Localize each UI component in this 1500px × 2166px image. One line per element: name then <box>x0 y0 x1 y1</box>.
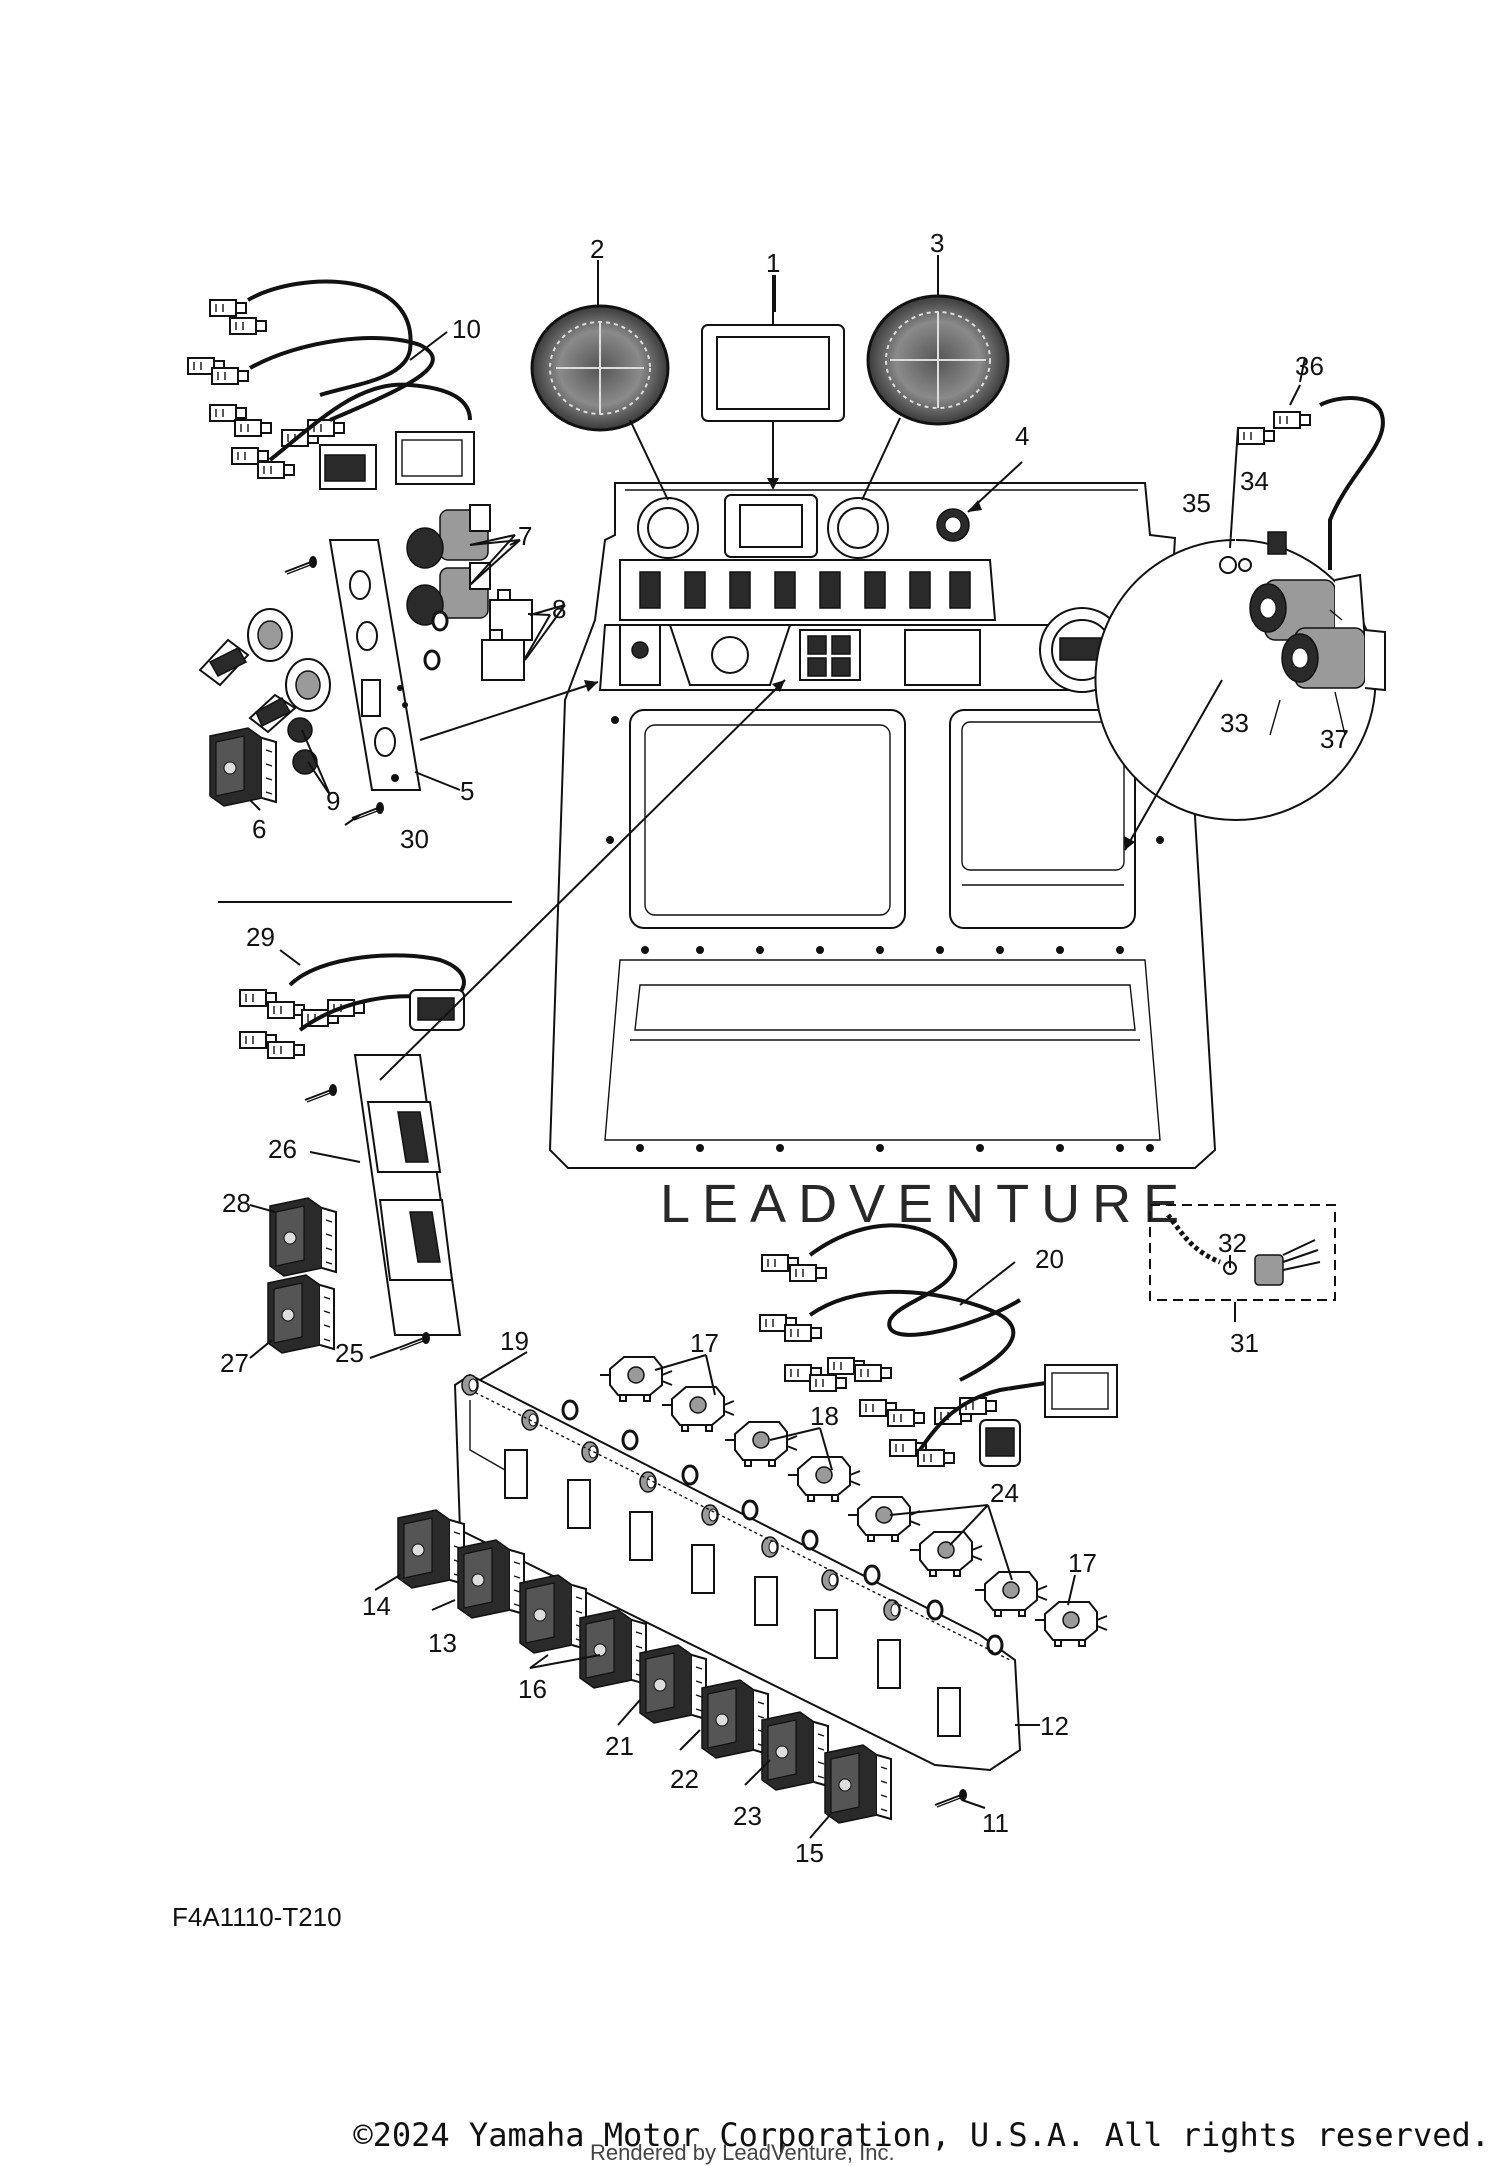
callout-33: 33 <box>1220 708 1249 738</box>
callout-30: 30 <box>400 824 429 854</box>
callout-25: 25 <box>335 1338 364 1368</box>
callout-14: 14 <box>362 1591 391 1621</box>
callout-9: 9 <box>326 786 340 816</box>
callout-8: 8 <box>552 594 566 624</box>
diagram-code: F4A1110-T210 <box>172 1902 342 1932</box>
switch-panel-5 <box>198 504 566 821</box>
callout-27: 27 <box>220 1348 249 1378</box>
callout-26: 26 <box>268 1134 297 1164</box>
watermark-text: LEADVENTURE <box>660 1174 1191 1234</box>
callout-10: 10 <box>452 314 481 344</box>
callout-11: 11 <box>982 1808 1009 1838</box>
wire-harness-10 <box>187 279 475 490</box>
callout-16: 16 <box>518 1674 547 1704</box>
rendered-by-credit: Rendered by LeadVenture, Inc. <box>590 2140 895 2165</box>
callout-23: 23 <box>733 1801 762 1831</box>
callout-24: 24 <box>990 1478 1019 1508</box>
callout-3: 3 <box>930 228 944 258</box>
speaker-right <box>861 294 1010 501</box>
callout-17a: 17 <box>690 1328 719 1358</box>
callout-15: 15 <box>795 1838 824 1868</box>
callout-20: 20 <box>1035 1244 1064 1274</box>
callout-36: 36 <box>1295 351 1324 381</box>
copyright-notice: ©2024 Yamaha Motor Corporation, U.S.A. A… <box>353 2116 1490 2154</box>
callout-1: 1 <box>766 248 780 278</box>
callout-22: 22 <box>670 1764 699 1794</box>
switch-panel-12 <box>397 1356 1108 1824</box>
inset-detail <box>1094 396 1386 851</box>
speaker-left <box>530 304 670 501</box>
callout-13: 13 <box>428 1628 457 1658</box>
wire-harness-20 <box>759 1223 1118 1467</box>
callout-35: 35 <box>1182 488 1211 518</box>
callout-6: 6 <box>252 814 266 844</box>
part-31-box <box>1149 1204 1336 1301</box>
callout-2: 2 <box>590 234 604 264</box>
callout-18: 18 <box>810 1401 839 1431</box>
leader-lines <box>249 255 1306 1839</box>
callout-5: 5 <box>460 776 474 806</box>
dashboard-panel <box>548 482 1217 1169</box>
callout-31: 31 <box>1230 1328 1259 1358</box>
callout-29: 29 <box>246 922 275 952</box>
callout-12: 12 <box>1040 1711 1069 1741</box>
callout-4: 4 <box>1015 421 1029 451</box>
callout-28: 28 <box>222 1188 251 1218</box>
callout-17b: 17 <box>1068 1548 1097 1578</box>
callout-34: 34 <box>1240 466 1269 496</box>
switch-panel-26 <box>267 1054 462 1354</box>
display-unit <box>701 275 845 490</box>
wire-harness-29 <box>239 953 466 1059</box>
callout-37: 37 <box>1320 724 1349 754</box>
callout-labels: 1 2 3 4 5 6 7 8 9 10 11 12 13 14 15 16 1… <box>220 228 1349 1868</box>
callout-21: 21 <box>605 1731 634 1761</box>
callout-7: 7 <box>518 521 532 551</box>
callout-19: 19 <box>500 1326 529 1356</box>
callout-32: 32 <box>1218 1228 1247 1258</box>
